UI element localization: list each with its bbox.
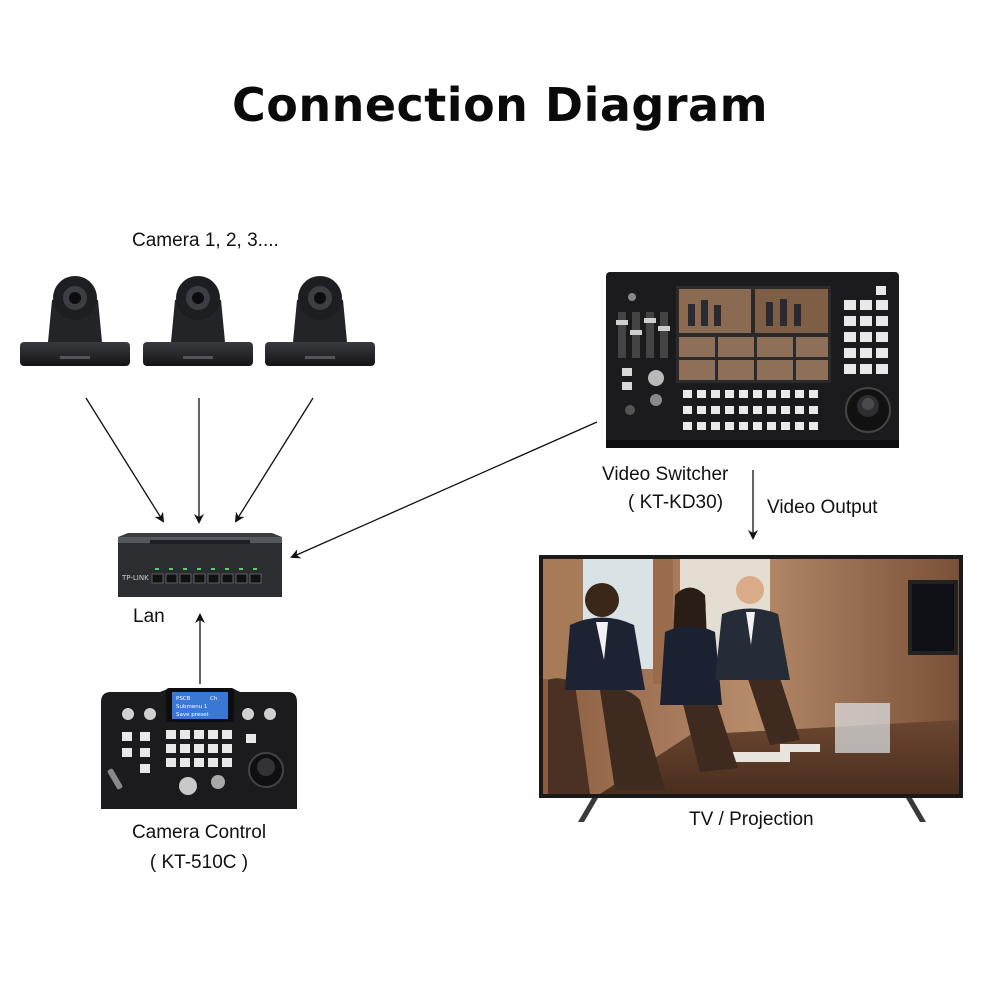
switcher-model-label: ( KT-KD30) — [628, 492, 724, 513]
lan-label: Lan — [133, 606, 165, 627]
video-switcher-icon — [606, 272, 899, 448]
controller-screen-line-3: Save preset — [176, 712, 210, 718]
switcher-name-label: Video Switcher — [602, 464, 729, 485]
controller-model-label: ( KT-510C ) — [149, 852, 249, 873]
arrow-icon — [85, 397, 758, 684]
camera-controller-icon: PSCB Ch Submenu 1 Save preset — [101, 688, 297, 809]
video-output-label: Video Output — [767, 497, 878, 518]
diagram-title: Connection Diagram — [231, 78, 769, 132]
controller-screen-line-2: Submenu 1 — [176, 704, 207, 710]
tv-label: TV / Projection — [689, 809, 814, 830]
switch-icon: TP-LINK — [118, 533, 282, 597]
cameras-label: Camera 1, 2, 3.... — [132, 230, 279, 251]
switch-brand: TP-LINK — [121, 574, 149, 582]
camera-icon — [20, 276, 130, 366]
controller-screen-ch: Ch — [210, 696, 218, 702]
tv-icon — [539, 555, 963, 822]
controller-screen-line-1: PSCB — [176, 696, 191, 702]
controller-name-label: Camera Control — [131, 822, 267, 843]
camera-icon — [265, 276, 375, 366]
camera-icon — [143, 276, 253, 366]
